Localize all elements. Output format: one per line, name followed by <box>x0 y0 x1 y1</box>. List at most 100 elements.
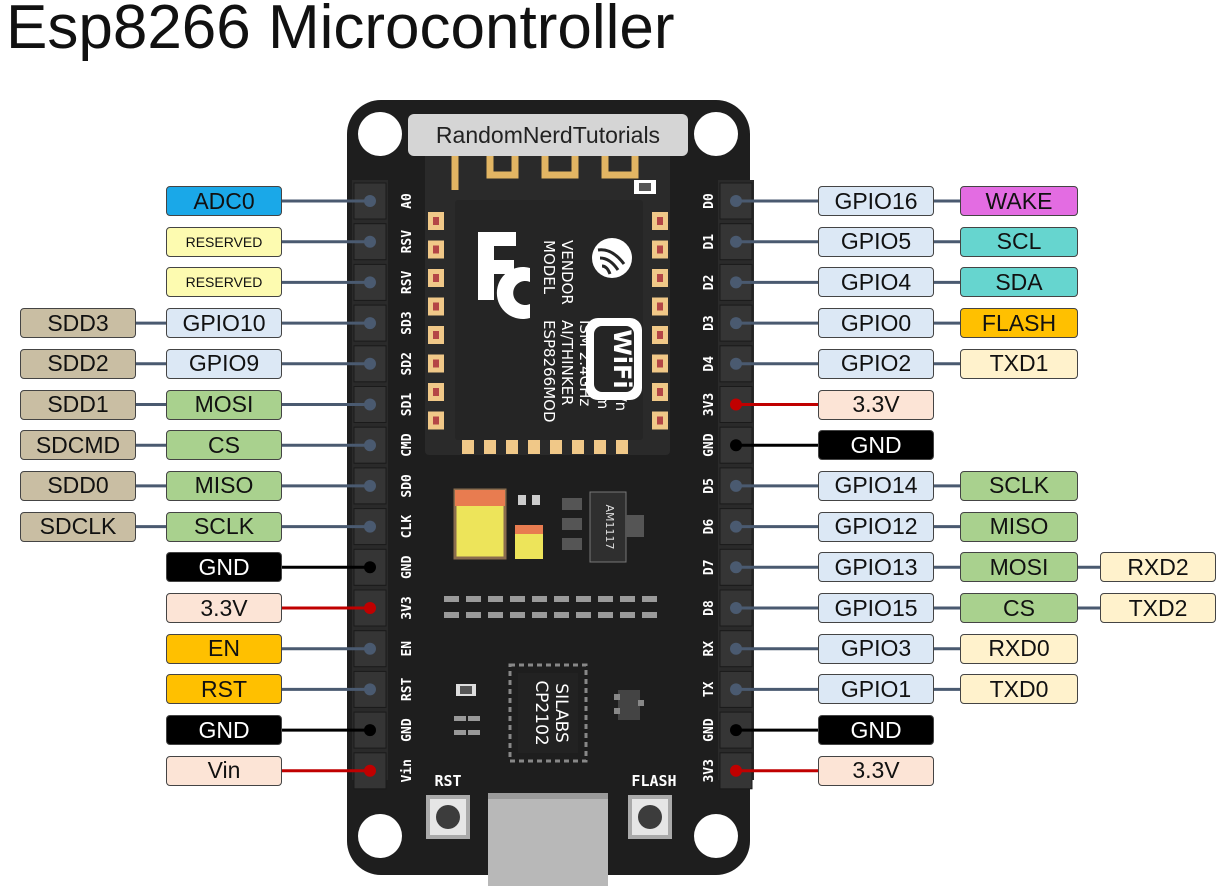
pin-label: SCL <box>960 226 1078 257</box>
flash-button-cap <box>638 805 662 829</box>
board-pin-label: D0 <box>702 193 717 209</box>
board-pin-label: SD2 <box>400 352 415 375</box>
capacitor-small-band <box>515 525 543 534</box>
espressif-logo-icon <box>592 238 632 278</box>
pin-label: GPIO12 <box>818 511 934 542</box>
pin-dot <box>364 683 376 696</box>
pin-dot <box>730 764 742 777</box>
board-pin-label: 3V3 <box>702 759 717 782</box>
module-text-line: AI/THINKER <box>558 320 576 406</box>
pin-dot <box>364 764 376 777</box>
pin-dot <box>730 235 742 248</box>
mount-hole-bottom-right <box>694 814 738 858</box>
pin-label: GND <box>166 552 282 583</box>
pin-dot <box>364 235 376 248</box>
svg-text:WiFi: WiFi <box>608 329 636 388</box>
pin-dot <box>730 642 742 655</box>
board-pin-label: Vin <box>400 759 415 782</box>
pin-label: GPIO13 <box>818 552 934 583</box>
smd-pad <box>598 612 613 618</box>
pin-dot <box>364 398 376 411</box>
smd-part <box>562 538 582 550</box>
mount-hole-top-right <box>694 112 738 156</box>
smd-pad <box>532 612 547 618</box>
board-pin-label: GND <box>400 555 415 579</box>
module-text-line: VENDOR <box>558 240 576 305</box>
usb-connector <box>488 793 608 886</box>
board-pin-label: D6 <box>702 519 717 535</box>
board-pin-label: RX <box>702 641 717 657</box>
pin-dot <box>730 683 742 696</box>
pin-dot <box>364 520 376 533</box>
pin-label: GND <box>818 715 934 746</box>
pin-label: Vin <box>166 755 282 786</box>
capacitor-large-band <box>455 490 505 506</box>
pin-label: TXD0 <box>960 674 1078 705</box>
board-pin-label: GND <box>702 433 717 457</box>
pin-label: SDCLK <box>20 511 136 542</box>
smd-part <box>468 730 480 735</box>
smd-pad <box>466 596 481 602</box>
pin-label: RXD0 <box>960 633 1078 664</box>
pin-dot <box>364 479 376 492</box>
usb-chip-label-line: SILABS <box>551 683 571 742</box>
pin-dot <box>364 602 376 614</box>
board-pin-label: CLK <box>400 515 415 539</box>
pin-dot <box>730 724 742 737</box>
smd-pad <box>532 596 547 602</box>
board-pin-label: 3V3 <box>400 596 415 619</box>
rst-button-cap <box>436 805 460 829</box>
pin-dot <box>730 398 742 411</box>
usb-chip <box>518 673 578 753</box>
pin-label: GND <box>166 715 282 746</box>
pin-dot <box>364 357 376 370</box>
smd-part <box>562 498 582 510</box>
pin-label: TXD2 <box>1100 593 1216 623</box>
pin-dot <box>364 642 376 655</box>
pin-label: SDD2 <box>20 348 136 379</box>
pin-label: GPIO16 <box>818 186 934 216</box>
smd-pad <box>576 612 591 618</box>
smd-pad <box>444 596 459 602</box>
rst-button-label: RST <box>434 772 461 790</box>
module-pad <box>594 440 606 454</box>
module-pad <box>484 440 496 454</box>
board-pin-label: RSV <box>400 230 415 254</box>
board-pin-label: D8 <box>702 600 717 616</box>
smd-pad <box>554 612 569 618</box>
page-title: Esp8266 Microcontroller <box>6 0 675 62</box>
pin-label: GPIO15 <box>818 593 934 623</box>
module-pad <box>506 440 518 454</box>
pin-label: GPIO2 <box>818 348 934 379</box>
pin-dot <box>730 439 742 452</box>
pin-dot <box>364 561 376 574</box>
pin-label: GPIO5 <box>818 226 934 257</box>
board-pin-label: D5 <box>702 478 717 494</box>
smd-pad <box>620 596 635 602</box>
mount-hole-top-left <box>358 112 402 156</box>
board-pin-label: RST <box>400 677 415 701</box>
smd-part <box>468 716 480 721</box>
board-pin-label: RSV <box>400 270 415 294</box>
brand-label: RandomNerdTutorials <box>408 114 688 156</box>
smd-pad <box>642 612 657 618</box>
smd-pad <box>466 612 481 618</box>
usb-chip-outline <box>508 663 588 763</box>
smd-part <box>562 518 582 530</box>
module-pad <box>462 440 474 454</box>
smd-pad <box>510 596 525 602</box>
pin-dot <box>730 317 742 330</box>
pin-label: 3.3V <box>818 389 934 420</box>
smd-pad <box>488 612 503 618</box>
pin-label: SDCMD <box>20 430 136 461</box>
smd-pad <box>576 596 591 602</box>
pin-dot <box>730 561 742 574</box>
pin-label: SCLK <box>166 511 282 542</box>
pin-label: TXD1 <box>960 348 1078 379</box>
module-pad <box>550 440 562 454</box>
pin-label: GPIO9 <box>166 348 282 379</box>
board-pin-label: 3V3 <box>702 393 717 416</box>
pin-label: MISO <box>960 511 1078 542</box>
pin-dot <box>364 317 376 330</box>
